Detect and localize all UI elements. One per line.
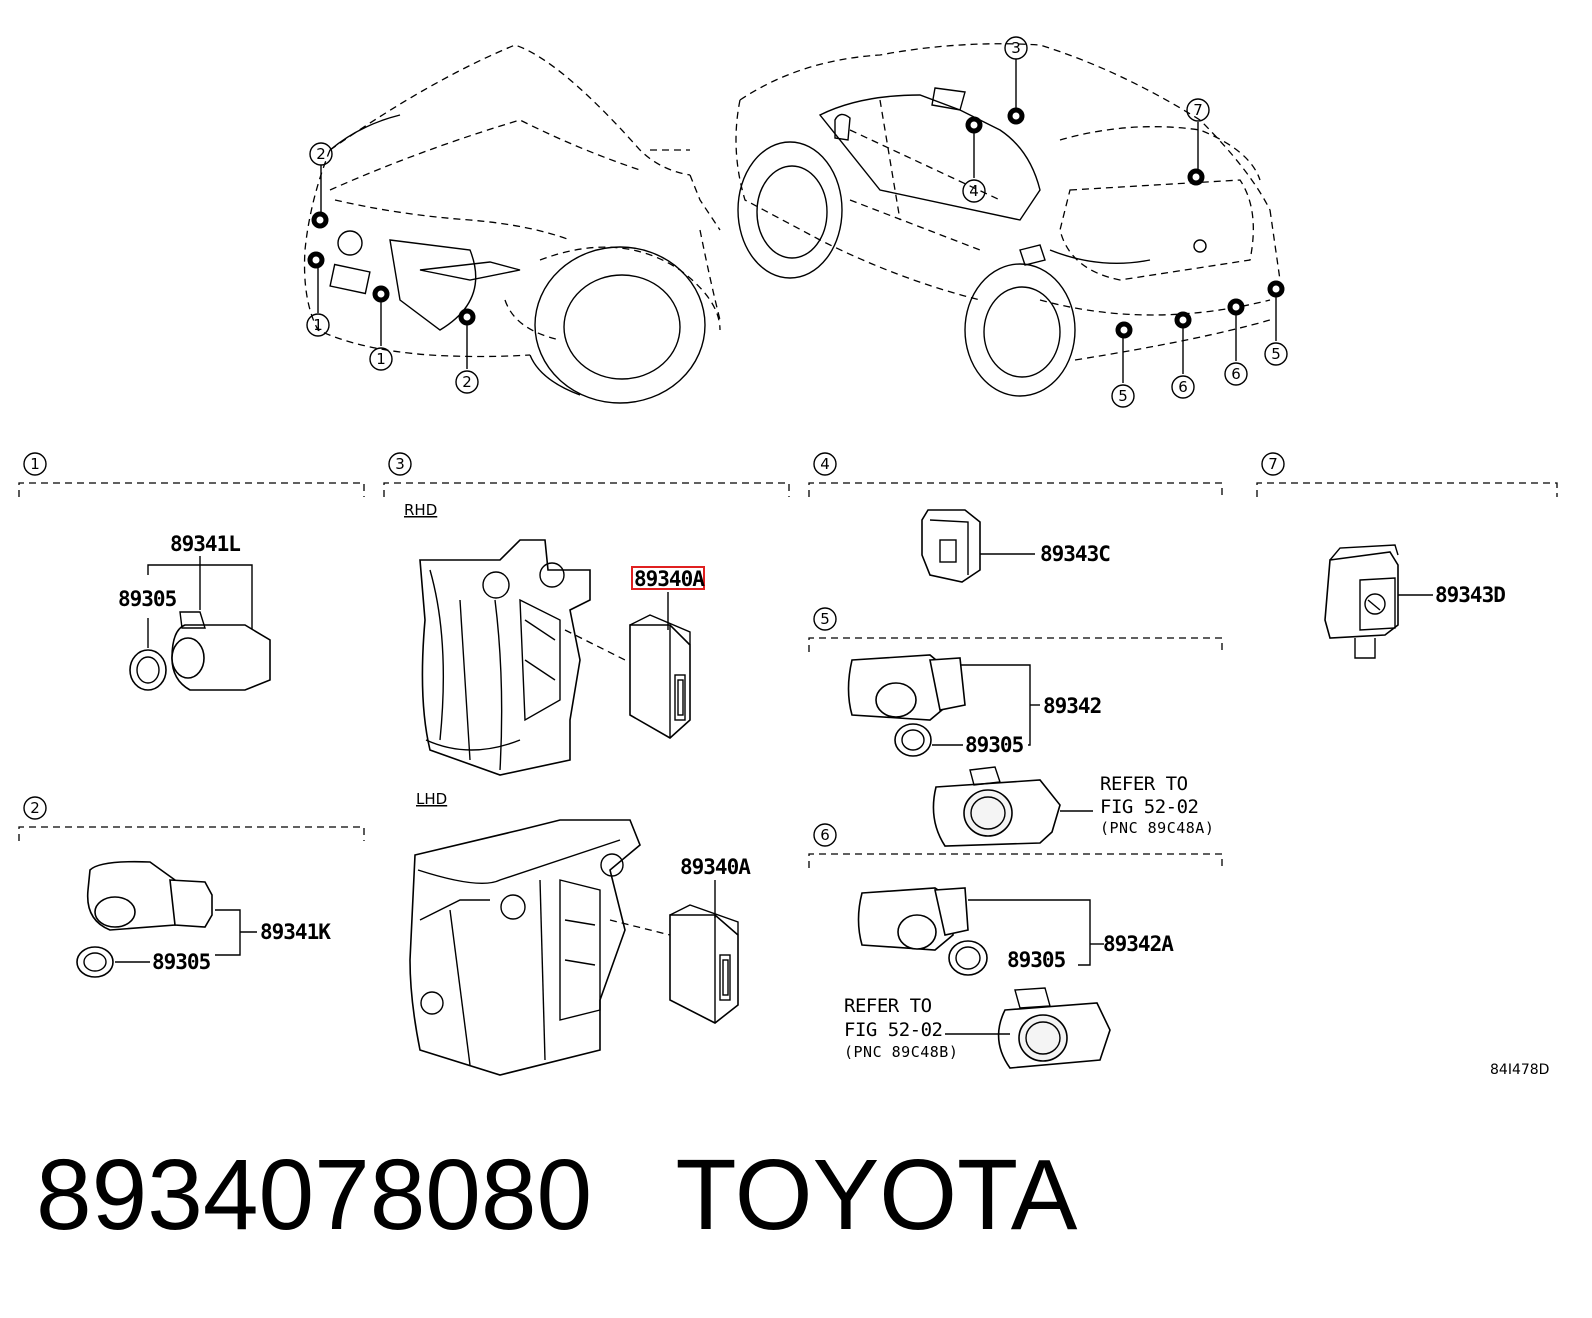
- section-2-number: 2: [30, 799, 40, 817]
- illustration-id: 84I478D: [1490, 1062, 1549, 1078]
- rear-callout-7: 7: [1193, 101, 1203, 119]
- footer-title: 8934078080 TOYOTA: [36, 1138, 1077, 1253]
- section-1-number: 1: [30, 455, 40, 473]
- front-callout-2b: 2: [462, 373, 472, 391]
- section-3-number: 3: [395, 455, 405, 473]
- section-6: 6 89342A 89305 REFER TO FIG 52-02 (PNC 8…: [808, 823, 1223, 1069]
- highlighted-part-box: [631, 566, 705, 590]
- section-4-number: 4: [820, 455, 830, 473]
- rear-callout-3: 3: [1011, 39, 1021, 57]
- section-3: 3 RHD LHD 89340A: [383, 452, 790, 1076]
- part-label-89341L: 89341L: [170, 532, 240, 556]
- refer-6-line1: REFER TO: [844, 995, 932, 1017]
- section-5: 5 89342 89305 REFER TO FIG 52-02 (PNC 89…: [808, 607, 1223, 847]
- part-label-89341K: 89341K: [260, 920, 331, 944]
- part-label-89343C: 89343C: [1040, 542, 1110, 566]
- rear-callout-6b: 6: [1231, 365, 1241, 383]
- rear-callout-5a: 5: [1118, 387, 1128, 405]
- section-6-number: 6: [820, 826, 830, 844]
- part-label-89305-s1: 89305: [118, 587, 177, 611]
- part-label-89305-s2: 89305: [152, 950, 211, 974]
- rear-callout-4: 4: [969, 182, 979, 200]
- refer-6-line2: FIG 52-02: [844, 1019, 942, 1041]
- rear-callout-6a: 6: [1178, 378, 1188, 396]
- lhd-label: LHD: [416, 790, 447, 808]
- brand-name: TOYOTA: [675, 1139, 1078, 1251]
- rear-callout-5b: 5: [1271, 345, 1281, 363]
- rear-car-illustration: 3 4 7 5 5 6 6: [735, 36, 1288, 408]
- refer-5-line2: FIG 52-02: [1100, 796, 1198, 818]
- part-label-89305-s5: 89305: [965, 733, 1024, 757]
- section-7-number: 7: [1268, 455, 1278, 473]
- front-callout-2a: 2: [316, 145, 326, 163]
- refer-5-line3: (PNC 89C48A): [1100, 819, 1214, 837]
- part-label-89340A-rhd: 89340A: [634, 567, 705, 591]
- part-number: 8934078080: [36, 1139, 593, 1251]
- part-label-89343D: 89343D: [1435, 583, 1505, 607]
- rhd-label: RHD: [404, 501, 437, 519]
- front-car-illustration: 2 1 1 2: [303, 44, 721, 404]
- part-label-89342: 89342: [1043, 694, 1101, 718]
- refer-5-line1: REFER TO: [1100, 773, 1188, 795]
- section-2: 2 89341K 89305: [18, 796, 365, 978]
- section-4: 4 89343C: [808, 452, 1223, 583]
- part-label-89305-s6: 89305: [1007, 948, 1066, 972]
- section-5-number: 5: [820, 610, 830, 628]
- section-7: 7 89343D: [1256, 452, 1558, 659]
- front-callout-1b: 1: [376, 350, 386, 368]
- part-label-89340A-lhd: 89340A: [680, 855, 751, 879]
- refer-6-line3: (PNC 89C48B): [844, 1043, 958, 1061]
- section-1: 1 89341L 89305: [18, 452, 365, 691]
- part-label-89342A: 89342A: [1103, 932, 1174, 956]
- front-callout-1a: 1: [313, 316, 323, 334]
